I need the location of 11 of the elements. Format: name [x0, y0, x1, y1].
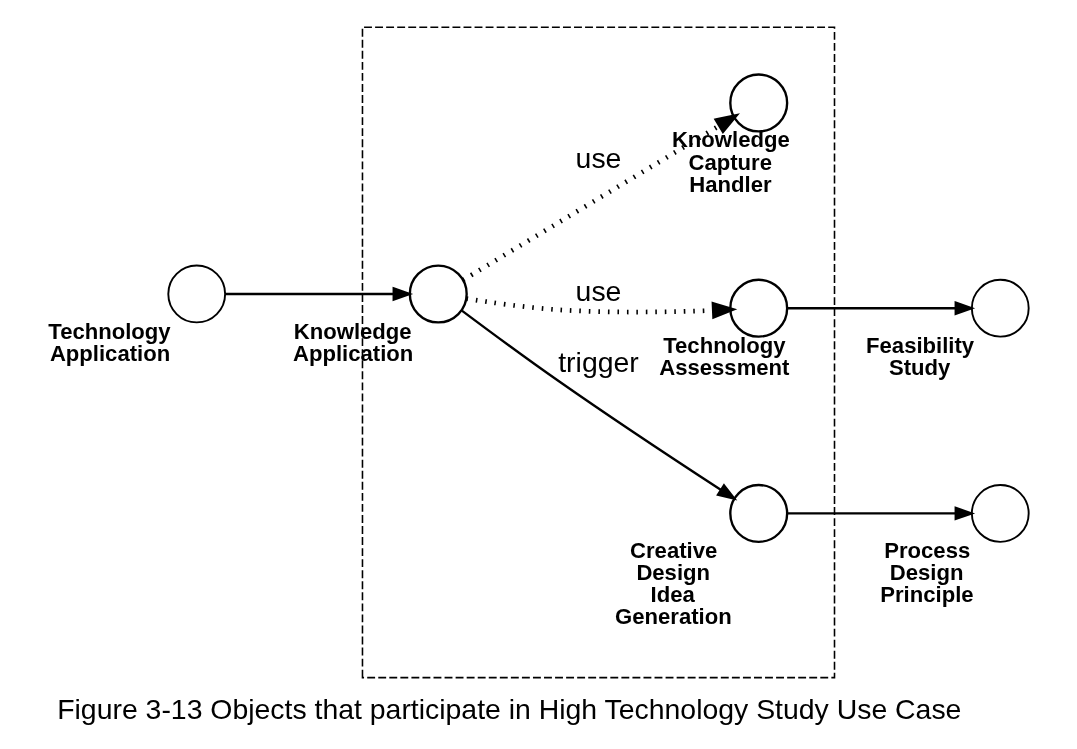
edge-label: trigger: [558, 345, 639, 378]
node-label: Technology Assessment: [659, 332, 790, 380]
edge-label: use: [575, 142, 622, 175]
node-label: Feasibility Study: [866, 332, 975, 380]
node-label: Knowledge Capture Handler: [671, 127, 790, 197]
edge-label: use: [575, 274, 622, 307]
node-label: Creative Design Idea Generation: [615, 537, 732, 630]
caption: Figure 3-13 Objects that participate in High Technology Study Use Case: [57, 693, 962, 726]
node-label: Technology Application: [48, 318, 171, 366]
node-label: Knowledge Application: [293, 318, 414, 366]
node-label: Process Design Principle: [880, 537, 974, 608]
